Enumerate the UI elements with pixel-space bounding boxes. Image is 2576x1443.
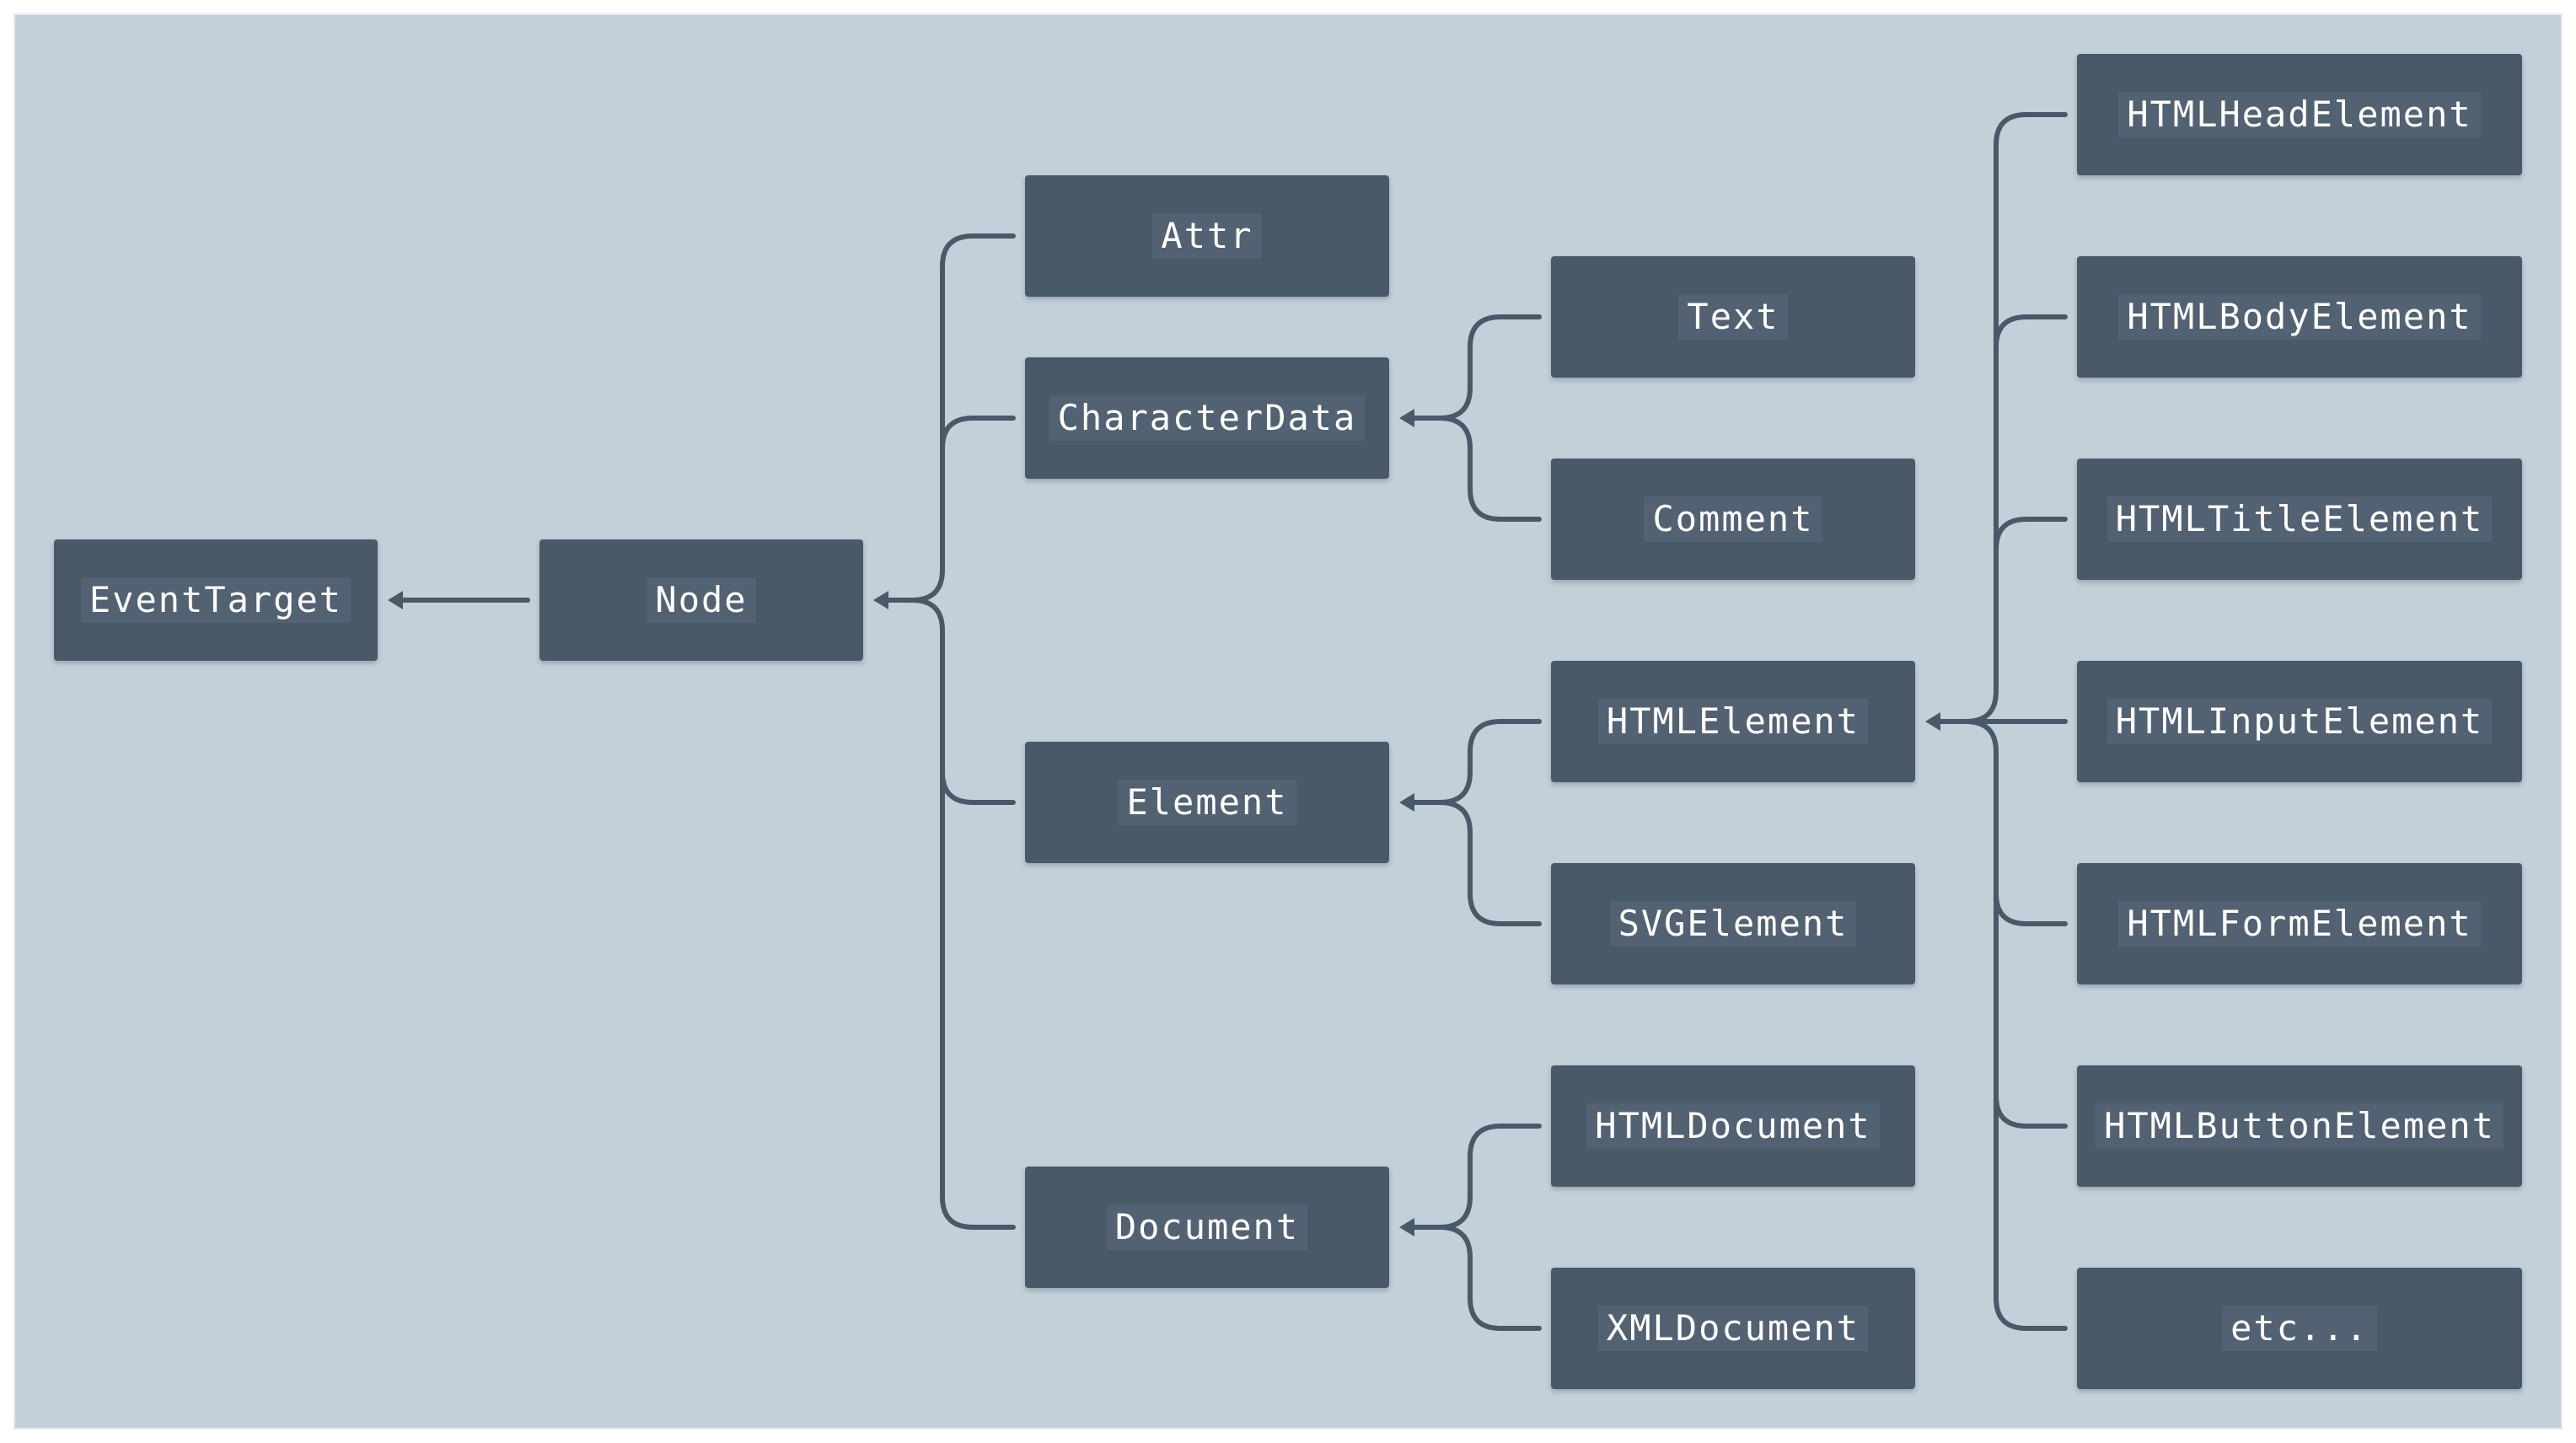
node-label: HTMLDocument (1586, 1102, 1880, 1150)
edge-attr-to-node (883, 233, 1016, 603)
node-htmlbodyelement: HTMLBodyElement (2077, 256, 2522, 378)
node-label: HTMLButtonElement (2096, 1102, 2504, 1150)
edge-htmlbuttonelement-to-htmlelement (1994, 1093, 2068, 1129)
edge-htmlbodyelement-to-htmlelement (1994, 314, 2068, 350)
arrowhead-document (1399, 1218, 1414, 1236)
edge-htmlheadelement-to-htmlelement (1933, 112, 2068, 724)
edge-svgelement-to-element (1437, 800, 1542, 926)
node-htmlelement: HTMLElement (1551, 661, 1915, 782)
edge-htmlelement-to-element (1409, 719, 1542, 805)
node-htmltitleelement: HTMLTitleElement (2077, 459, 2522, 580)
node-label: CharacterData (1049, 394, 1366, 442)
node-svgelement: SVGElement (1551, 863, 1915, 984)
node-label: HTMLInputElement (2106, 698, 2493, 745)
node-label: EventTarget (80, 577, 352, 624)
edge-htmlformelement-to-htmlelement (1994, 891, 2068, 926)
node-eventtarget: EventTarget (54, 539, 378, 661)
arrowhead-htmlelement (1925, 712, 1940, 731)
edge-etc-to-htmlelement (1963, 719, 2068, 1331)
node-xmldocument: XMLDocument (1551, 1268, 1915, 1389)
node-label: HTMLFormElement (2118, 900, 2481, 947)
edge-htmldocument-to-document (1409, 1124, 1542, 1230)
arrowhead-eventtarget (388, 591, 403, 609)
edge-document-to-node (940, 770, 1016, 1230)
node-htmlbuttonelement: HTMLButtonElement (2077, 1065, 2522, 1187)
node-htmlformelement: HTMLFormElement (2077, 863, 2522, 984)
node-characterdata: CharacterData (1025, 357, 1389, 479)
node-label: Comment (1644, 496, 1822, 543)
node-label: HTMLTitleElement (2106, 496, 2493, 543)
node-comment: Comment (1551, 459, 1915, 580)
edge-text-to-characterdata (1409, 314, 1542, 421)
node-attr: Attr (1025, 175, 1389, 297)
node-label: XMLDocument (1597, 1305, 1869, 1352)
arrowhead-node (873, 591, 888, 609)
edge-htmltitleelement-to-htmlelement (1994, 517, 2068, 552)
node-label: Attr (1152, 212, 1262, 260)
node-node: Node (539, 539, 863, 661)
node-label: Document (1106, 1204, 1308, 1251)
node-htmldocument: HTMLDocument (1551, 1065, 1915, 1187)
arrowhead-element (1399, 793, 1414, 812)
node-label: HTMLElement (1597, 698, 1869, 745)
edge-characterdata-to-node (940, 416, 1016, 451)
node-label: SVGElement (1609, 900, 1857, 947)
node-label: etc... (2222, 1305, 2377, 1352)
node-label: Node (647, 577, 756, 624)
edge-xmldocument-to-document (1437, 1225, 1542, 1331)
node-label: Element (1118, 779, 1296, 826)
node-label: HTMLBodyElement (2118, 293, 2481, 341)
node-text: Text (1551, 256, 1915, 378)
node-etc: etc... (2077, 1268, 2522, 1389)
node-label: HTMLHeadElement (2118, 91, 2481, 138)
edge-comment-to-characterdata (1437, 416, 1542, 522)
edge-element-to-node (910, 598, 1016, 805)
node-element: Element (1025, 742, 1389, 863)
node-htmlheadelement: HTMLHeadElement (2077, 54, 2522, 175)
node-htmlinputelement: HTMLInputElement (2077, 661, 2522, 782)
node-document: Document (1025, 1167, 1389, 1288)
node-label: Text (1678, 293, 1788, 341)
arrowhead-characterdata (1399, 409, 1414, 427)
